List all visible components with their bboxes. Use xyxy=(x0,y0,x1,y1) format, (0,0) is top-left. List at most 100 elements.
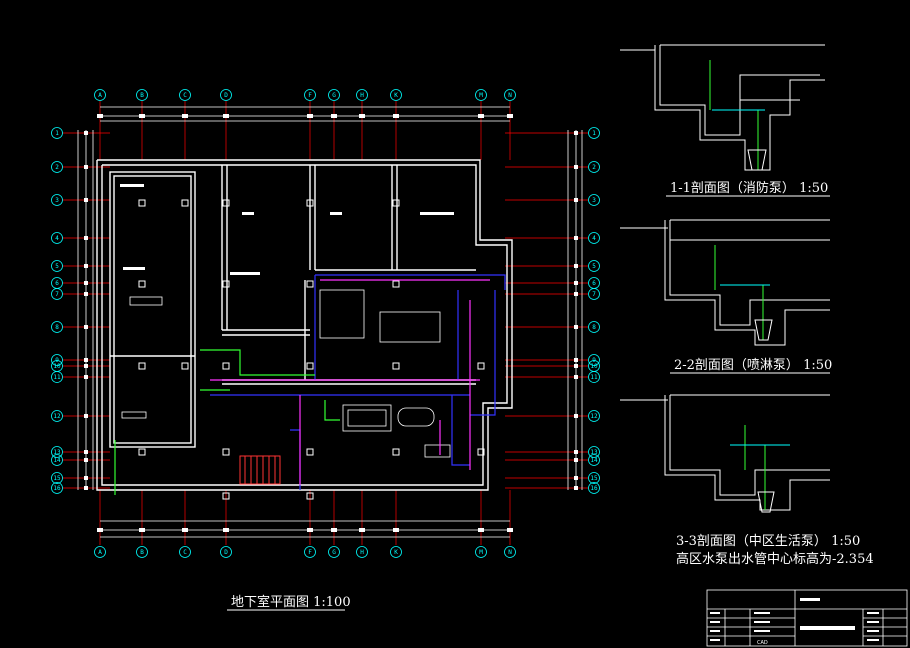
axis-bubble-row-left-16 xyxy=(51,482,63,494)
structural-column xyxy=(306,280,314,288)
axis-bubble-col-bottom-H-label: H xyxy=(360,549,364,556)
axis-bubble-col-top-M-label: M xyxy=(479,92,483,99)
structural-column xyxy=(477,448,485,456)
structural-column xyxy=(222,362,230,370)
axis-bubble-row-right-1-label: 1 xyxy=(592,130,596,137)
structural-column xyxy=(306,199,314,207)
axis-bubble-row-right-12 xyxy=(588,410,600,422)
axis-bubble-row-left-2-label: 2 xyxy=(55,164,59,171)
axis-bubble-col-top-M xyxy=(475,89,487,101)
axis-bubble-row-left-1-label: 1 xyxy=(55,130,59,137)
axis-bubble-row-left-16-label: 16 xyxy=(53,485,61,492)
axis-bubble-row-left-6-label: 6 xyxy=(55,280,59,287)
axis-bubble-row-left-12-label: 12 xyxy=(53,413,61,420)
axis-bubble-row-right-13-label: 13 xyxy=(590,449,598,456)
axis-bubble-row-left-5 xyxy=(51,260,63,272)
axis-bubble-row-left-8 xyxy=(51,321,63,333)
axis-bubble-col-top-D xyxy=(220,89,232,101)
structural-column xyxy=(222,448,230,456)
pipe-magenta xyxy=(210,279,490,485)
structural-column xyxy=(392,362,400,370)
axis-bubble-col-top-F-label: F xyxy=(308,92,312,99)
axis-bubble-row-right-11 xyxy=(588,371,600,383)
pump-elevation-note: 高区水泵出水管中心标高为-2.354 xyxy=(676,551,874,567)
structural-column xyxy=(222,199,230,207)
title-underlines xyxy=(227,195,830,611)
axis-bubble-row-right-11-label: 11 xyxy=(590,374,598,381)
structural-column xyxy=(138,199,146,207)
axis-bubble-col-top-A xyxy=(94,89,106,101)
axis-bubble-row-right-6-label: 6 xyxy=(592,280,596,287)
axis-bubble-row-right-16 xyxy=(588,482,600,494)
axis-bubble-row-left-2 xyxy=(51,161,63,173)
axis-bubble-row-right-8 xyxy=(588,321,600,333)
axis-bubble-col-top-B-label: B xyxy=(140,92,144,99)
structural-column xyxy=(181,199,189,207)
section-title-2: 2-2剖面图（喷淋泵） 1:50 xyxy=(674,358,832,373)
axis-bubble-col-bottom-A-label: A xyxy=(98,549,102,556)
axis-bubble-col-top-B xyxy=(136,89,148,101)
axis-bubble-row-right-13 xyxy=(588,446,600,458)
section-3-3 xyxy=(620,394,830,513)
axis-bubble-col-top-N xyxy=(504,89,516,101)
axis-bubble-row-right-5 xyxy=(588,260,600,272)
axis-bubble-col-bottom-K-label: K xyxy=(394,549,398,556)
axis-bubble-row-right-14 xyxy=(588,454,600,466)
axis-bubble-row-left-7 xyxy=(51,288,63,300)
structural-column xyxy=(138,280,146,288)
structural-column xyxy=(222,280,230,288)
axis-bubble-col-bottom-D xyxy=(220,546,232,558)
axis-bubble-row-right-1 xyxy=(588,127,600,139)
axis-bubble-col-bottom-M xyxy=(475,546,487,558)
axis-bubble-row-right-9 xyxy=(588,354,600,366)
axis-bubble-col-top-H xyxy=(356,89,368,101)
section-title-1: 1-1剖面图（消防泵） 1:50 xyxy=(670,180,828,196)
axis-bubble-col-bottom-K xyxy=(390,546,402,558)
axis-bubble-col-top-D-label: D xyxy=(224,92,228,99)
axis-bubble-row-right-3 xyxy=(588,194,600,206)
axis-bubble-row-right-14-label: 14 xyxy=(590,457,598,464)
axis-bubble-col-top-G-label: G xyxy=(332,92,336,99)
axis-bubble-col-bottom-B xyxy=(136,546,148,558)
title-block-marks xyxy=(710,598,879,641)
structural-column xyxy=(392,280,400,288)
axis-bubble-row-right-2 xyxy=(588,161,600,173)
structural-column xyxy=(306,448,314,456)
axis-bubble-row-right-15-label: 15 xyxy=(590,475,598,482)
axis-bubble-row-right-8-label: 8 xyxy=(592,324,596,331)
structural-columns xyxy=(138,199,485,500)
axis-bubble-row-left-14-label: 14 xyxy=(53,457,61,464)
section-1-1 xyxy=(620,44,825,171)
axis-bubble-row-left-15-label: 15 xyxy=(53,475,61,482)
axis-bubble-row-right-10-label: 10 xyxy=(590,363,598,370)
axis-bubble-row-left-15 xyxy=(51,472,63,484)
structural-column xyxy=(138,448,146,456)
axis-bubble-col-bottom-B-label: B xyxy=(140,549,144,556)
axis-bubble-col-bottom-H xyxy=(356,546,368,558)
axis-bubble-row-right-12-label: 12 xyxy=(590,413,598,420)
axis-bubble-col-bottom-D-label: D xyxy=(224,549,228,556)
title-block-cad-label: CAD xyxy=(757,640,768,646)
axis-bubble-col-top-C-label: C xyxy=(183,92,187,99)
axis-bubble-col-bottom-G-label: G xyxy=(332,549,336,556)
axis-bubble-row-left-7-label: 7 xyxy=(55,291,59,298)
axis-bubble-col-bottom-F-label: F xyxy=(308,549,312,556)
axis-bubble-col-bottom-G xyxy=(328,546,340,558)
structural-column xyxy=(306,362,314,370)
axis-bubble-col-bottom-C-label: C xyxy=(183,549,187,556)
structural-column xyxy=(477,362,485,370)
axis-bubble-col-top-A-label: A xyxy=(98,92,102,99)
axis-bubble-row-right-2-label: 2 xyxy=(592,164,596,171)
axis-bubble-row-left-3 xyxy=(51,194,63,206)
axis-bubble-row-left-12 xyxy=(51,410,63,422)
axis-bubble-col-top-C xyxy=(179,89,191,101)
axis-bubble-row-right-4-label: 4 xyxy=(592,235,596,242)
axis-bubble-col-bottom-N xyxy=(504,546,516,558)
structural-column xyxy=(306,492,314,500)
axis-bubble-row-left-4-label: 4 xyxy=(55,235,59,242)
axis-bubble-col-bottom-C xyxy=(179,546,191,558)
axis-bubble-row-left-8-label: 8 xyxy=(55,324,59,331)
